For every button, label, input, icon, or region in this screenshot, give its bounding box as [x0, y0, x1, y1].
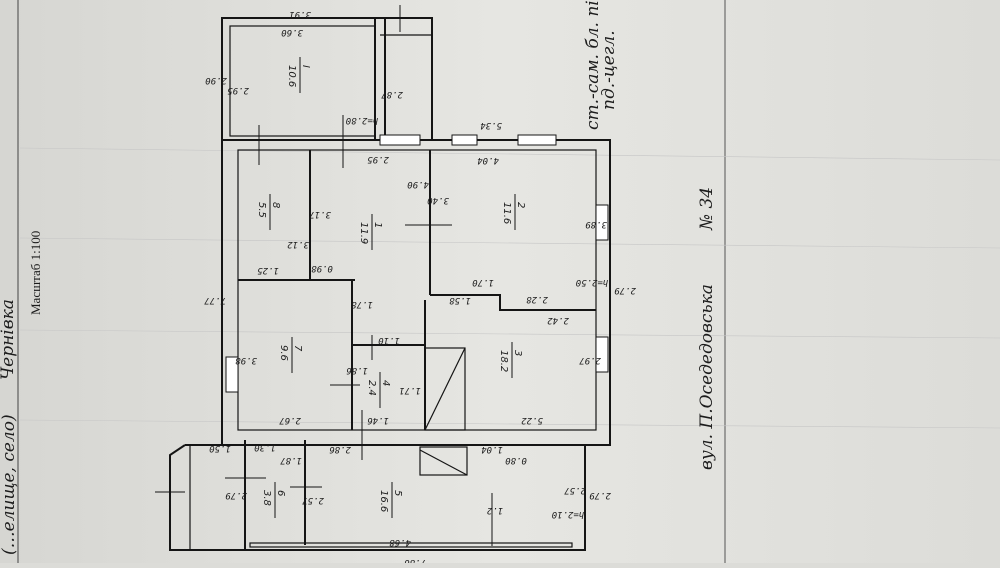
ruled-lines	[19, 147, 1000, 429]
dimension-label: 2.86	[329, 444, 351, 454]
address-street: вул. П.Оседедовська	[697, 284, 717, 470]
dimension-label: 2.57	[302, 495, 324, 505]
stair	[424, 347, 466, 431]
room-area: 11.6	[501, 202, 512, 224]
room-label: 79.6	[278, 337, 303, 373]
room-number: 6	[275, 490, 286, 496]
dimension-label: 2.79	[614, 285, 636, 295]
room-label: 63.8	[261, 482, 286, 518]
room-label: 211.6	[501, 194, 526, 230]
room-label: 42.4	[366, 372, 391, 408]
dimension-label: 1.58	[449, 295, 471, 305]
dimension-label: 1.78	[351, 299, 373, 309]
dimension-label: 1.87	[280, 455, 302, 465]
room-number: 7	[292, 345, 303, 352]
walls	[155, 5, 611, 551]
dimension-label: 1.30	[254, 442, 276, 452]
dimension-label: 1.86	[346, 365, 368, 375]
dimension-label: 4.68	[389, 537, 411, 547]
scale-label: Масштаб 1:100	[28, 231, 43, 315]
dimension-label: h=2.50	[576, 277, 609, 287]
dimension-label: 5.34	[480, 120, 502, 130]
dimension-label: 3.60	[281, 27, 304, 37]
dimension-label: 5.22	[521, 415, 543, 425]
dimension-label: 0.80	[505, 455, 527, 465]
dimension-label: 1.10	[378, 335, 400, 345]
room-area: 3.8	[261, 490, 272, 506]
dimension-label: 2.79	[225, 490, 247, 500]
room-area: 11.9	[358, 222, 369, 244]
room-area: 16.6	[378, 490, 389, 512]
room-area: 2.4	[366, 380, 377, 396]
dimension-label: 0.98	[311, 263, 333, 273]
dimension-label: 3.40	[427, 195, 450, 205]
dimension-label: 2.97	[579, 355, 601, 365]
dimension-label: 2.28	[526, 294, 548, 304]
dimension-label: 2.90	[205, 75, 227, 85]
room-number: 4	[380, 380, 391, 386]
room-area: 10.6	[286, 65, 297, 87]
dimension-label: 3.98	[235, 355, 258, 365]
room-number: I	[300, 65, 311, 68]
room-labels: I10.6 85.5 111.9 211.6 79.6 42.4 318.2 63.8 516.…	[256, 57, 526, 518]
dimension-label: 2.57	[564, 485, 586, 495]
room-area: 9.6	[278, 345, 289, 361]
dimension-label: 2.87	[381, 89, 403, 99]
dimension-label: 4.04	[477, 155, 499, 165]
dimension-label: h=2.10	[552, 509, 585, 519]
dimension-label: 1.50	[209, 443, 231, 453]
dimension-label: 2.95	[227, 85, 249, 95]
dimension-label: 3.17	[309, 209, 332, 219]
room-label: 516.6	[378, 482, 403, 518]
settlement-name: Чернівка	[0, 299, 18, 380]
room-label: 318.2	[498, 342, 523, 378]
dimension-label: 7.86	[404, 557, 426, 563]
dimension-label: 1.04	[481, 444, 503, 454]
room-label: 111.9	[358, 214, 383, 250]
room-area: 18.2	[498, 350, 509, 372]
room-label: I10.6	[286, 57, 311, 93]
room-area: 5.5	[256, 202, 267, 218]
dimension-label: 3.89	[585, 219, 608, 229]
dimension-label: 2.79	[589, 490, 611, 500]
dimension-label: 1.25	[257, 265, 279, 275]
room-number: 8	[270, 202, 281, 208]
dimension-label: 1.46	[367, 415, 389, 425]
dimension-label: 1.70	[472, 277, 494, 287]
dimension-label: h=2.80	[346, 115, 379, 125]
room-label: 85.5	[256, 194, 281, 230]
dimension-label: 2.67	[279, 415, 301, 425]
dimension-label: 1.2	[487, 505, 503, 515]
room-number: 3	[512, 350, 523, 356]
address-number: № 34	[697, 187, 717, 231]
dimension-label: 3.12	[287, 239, 310, 249]
dimension-label: 2.42	[547, 315, 569, 325]
room-number: 1	[372, 222, 383, 228]
dimension-label: 2.95	[367, 154, 389, 164]
settlement-caption: (…елище, село)	[0, 414, 19, 555]
wall-material-note: ст.-сам. бл. підвал	[583, 0, 603, 130]
stove-icon	[419, 446, 468, 476]
room-number: 5	[392, 490, 403, 496]
room-number: 2	[515, 202, 526, 208]
dimension-label: 4.90	[407, 179, 429, 189]
dimension-label: 1.71	[399, 385, 421, 395]
dimension-label: 3.91	[289, 9, 312, 19]
dimension-label: 7.77	[204, 295, 226, 305]
foundation-note: пд.-цегл.	[599, 30, 619, 110]
